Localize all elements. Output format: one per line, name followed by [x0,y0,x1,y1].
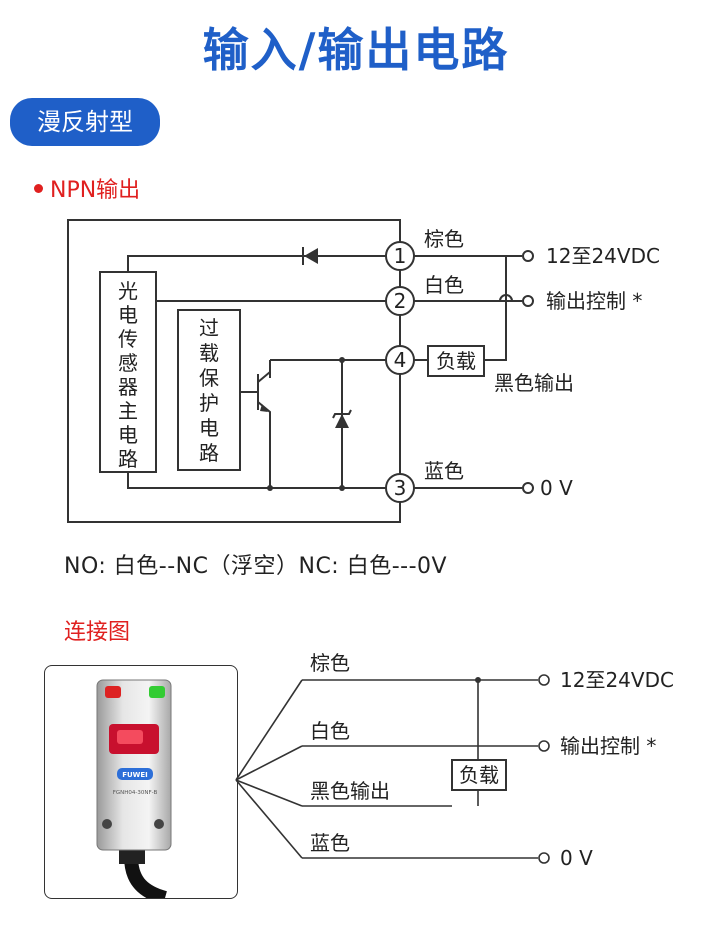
terminal-control [522,295,534,307]
pin-3-label: 3 [394,476,407,500]
protection-circuit-block [177,309,241,471]
svg-text:护: 护 [199,391,219,415]
model-text: FGNH04-30NF-B [113,790,158,796]
svg-text:路: 路 [199,441,219,465]
svg-text:保: 保 [199,366,219,390]
svg-text:传: 传 [118,327,138,351]
brand-text: FUWEI [122,771,148,779]
wire-label-white: 白色 [424,273,464,297]
green-led-icon [149,686,165,698]
terminal-control-label: 输出控制 * [546,289,642,313]
wire-label-brown: 棕色 [424,227,464,251]
conn-wire-blue: 蓝色 [310,831,350,855]
svg-text:感: 感 [118,351,138,375]
load-box [427,345,485,377]
pin-2 [385,286,415,316]
page-title: 输入/输出电路 [202,23,510,77]
pin-2-label: 2 [394,289,407,313]
svg-text:过: 过 [199,316,219,340]
svg-text:载: 载 [199,341,219,365]
terminal-zero-label: 0 V [540,476,573,500]
pin-1 [385,241,415,271]
svg-text:电: 电 [118,423,138,447]
sensor-product-image: FUWEI FGNH04-30NF-B [44,665,238,899]
terminal-zero [522,482,534,494]
conn-terminal-zero: 0 V [560,846,593,870]
npn-heading: NPN输出 [50,178,141,203]
conn-wire-white: 白色 [310,719,350,743]
red-led-icon [105,686,121,698]
connection-load-box [451,759,507,791]
terminal-power-label: 12至24VDC [546,244,660,268]
diode-icon [302,247,318,265]
transistor-arrow-icon [260,404,268,412]
svg-text:器: 器 [118,375,138,399]
svg-text:主: 主 [118,399,138,423]
svg-text:路: 路 [118,447,138,471]
protection-block-text: 过 载 保 护 电 路 [199,316,219,465]
black-output-label: 黑色输出 [494,371,574,395]
pin-4 [385,345,415,375]
output-mode-note: NO: 白色--NC（浮空）NC: 白色---0V [64,554,448,579]
bullet-dot [34,184,43,193]
conn-wire-black: 黑色输出 [310,779,390,803]
connection-heading: 连接图 [64,620,131,645]
conn-terminal-control: 输出控制 * [560,734,656,758]
wire-label-blue: 蓝色 [424,459,464,483]
pin-4-label: 4 [394,348,407,372]
load-label: 负载 [436,349,476,373]
terminal-power [522,250,534,262]
main-block-text: 光 电 传 感 器 主 电 路 [118,279,138,471]
pin-3 [385,473,415,503]
svg-text:电: 电 [199,416,219,440]
svg-text:光: 光 [118,279,138,303]
tab-diffuse-reflection[interactable]: 漫反射型 [10,98,160,146]
pin-1-label: 1 [394,244,407,268]
npn-circuit-diagram: 1 2 4 3 棕色 白色 蓝色 12至24VDC 输出控制 * 0 V 负载 … [67,219,660,523]
svg-text:电: 电 [118,303,138,327]
conn-load-label: 负载 [459,763,499,787]
conn-terminal-power: 12至24VDC [560,668,674,692]
conn-wire-brown: 棕色 [310,651,350,675]
zener-diode-icon [332,409,352,428]
